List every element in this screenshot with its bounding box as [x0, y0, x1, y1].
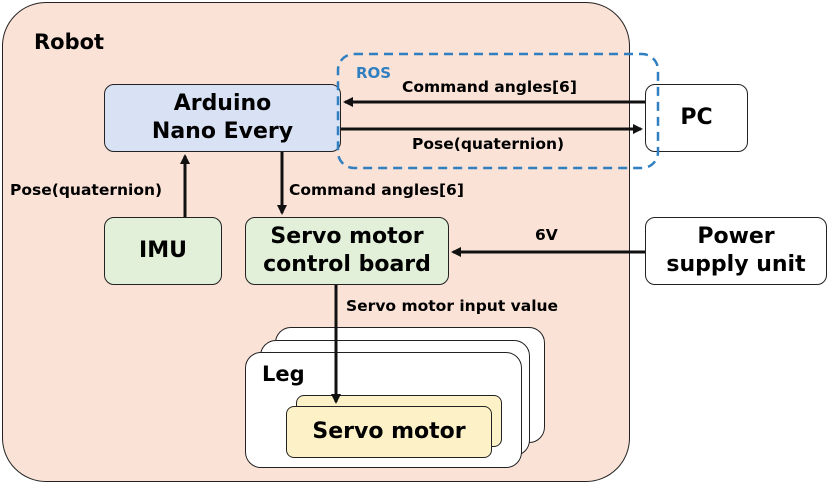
imu-label: IMU [139, 238, 187, 263]
pc-box: PC [645, 84, 748, 152]
arduino-label-line-2: Nano Every [151, 119, 294, 144]
servo-control-board-box: Servo motor control board [245, 217, 449, 285]
servo-motor-label: Servo motor [312, 419, 466, 444]
leg-label: Leg [262, 362, 305, 386]
edge-label-arduino-to-pc: Pose(quaternion) [412, 135, 565, 153]
arduino-box: Arduino Nano Every [104, 84, 341, 152]
ros-label: ROS [356, 64, 392, 82]
ros-boundary [336, 52, 660, 170]
imu-box: IMU [104, 217, 222, 285]
power-supply-box: Power supply unit [645, 217, 827, 285]
robot-label: Robot [34, 30, 105, 54]
pc-label: PC [680, 105, 713, 130]
edge-label-pc-to-arduino: Command angles[6] [402, 78, 577, 96]
servo-board-label-line-2: control board [263, 252, 431, 277]
edge-label-board-to-servo: Servo motor input value [346, 297, 559, 315]
servo-motor-box: Servo motor [286, 406, 492, 458]
power-label-line-2: supply unit [666, 252, 806, 277]
edge-label-power-to-board: 6V [535, 226, 558, 244]
edge-label-imu-to-arduino: Pose(quaternion) [10, 181, 163, 199]
power-label-line-1: Power [697, 224, 775, 249]
edge-label-arduino-to-board: Command angles[6] [289, 181, 464, 199]
arduino-label-line-1: Arduino [173, 91, 272, 116]
servo-board-label-line-1: Servo motor [270, 224, 424, 249]
